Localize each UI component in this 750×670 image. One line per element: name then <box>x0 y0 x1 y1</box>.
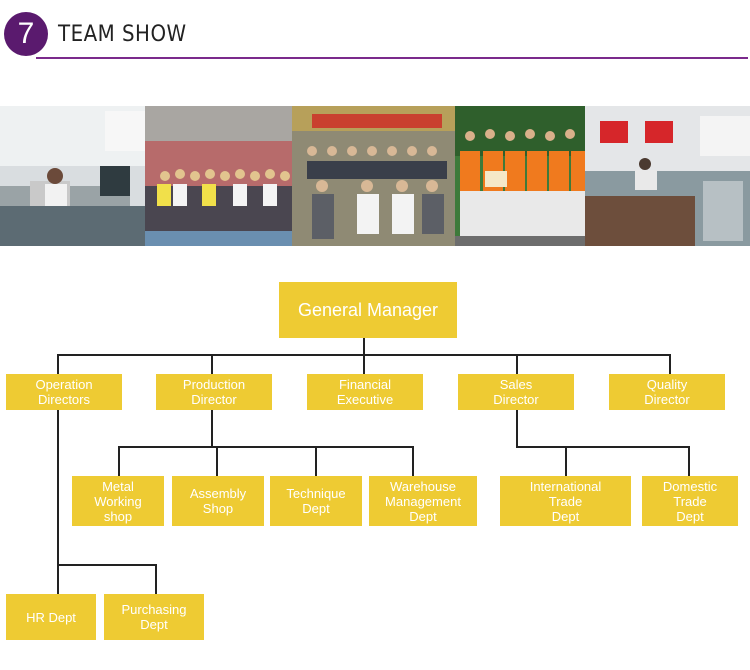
section-header: 7 TEAM SHOW <box>0 0 750 64</box>
section-title: TEAM SHOW <box>58 22 187 47</box>
connector-warehouse <box>412 446 414 476</box>
connector-top-horizontal <box>57 354 671 356</box>
production-director-box: Production Director <box>156 374 272 410</box>
connector-assembly <box>216 446 218 476</box>
connector-sales-horizontal <box>516 446 690 448</box>
group-photo-1 <box>145 106 310 246</box>
connector-sales-down <box>516 410 518 448</box>
connector-financial <box>363 354 365 374</box>
sales-director-box: Sales Director <box>458 374 574 410</box>
connector-domestic <box>688 446 690 476</box>
domestic-trade-dept-box: Domestic Trade Dept <box>642 476 738 526</box>
group-photo-3 <box>455 106 600 246</box>
warehouse-management-dept-box: Warehouse Management Dept <box>369 476 477 526</box>
connector-gm-down <box>363 338 365 356</box>
connector-sales <box>516 354 518 374</box>
connector-production <box>211 354 213 374</box>
section-number-badge: 7 <box>4 12 48 56</box>
connector-quality <box>669 354 671 374</box>
office-photo-2 <box>585 106 750 246</box>
connector-production-down <box>211 410 213 448</box>
team-photo-strip <box>0 106 750 246</box>
financial-executive-box: Financial Executive <box>307 374 423 410</box>
operation-directors-box: Operation Directors <box>6 374 122 410</box>
quality-director-box: Quality Director <box>609 374 725 410</box>
connector-international <box>565 446 567 476</box>
connector-production-horizontal <box>118 446 414 448</box>
general-manager-box: General Manager <box>279 282 457 338</box>
header-divider <box>36 57 748 59</box>
connector-technique <box>315 446 317 476</box>
purchasing-dept-box: Purchasing Dept <box>104 594 204 640</box>
hr-dept-box: HR Dept <box>6 594 96 640</box>
office-photo-1 <box>0 106 160 246</box>
connector-purchasing <box>155 564 157 594</box>
connector-operation-horizontal <box>57 564 157 566</box>
connector-hr <box>57 564 59 594</box>
group-photo-2 <box>292 106 460 246</box>
technique-dept-box: Technique Dept <box>270 476 362 526</box>
international-trade-dept-box: International Trade Dept <box>500 476 631 526</box>
connector-operation-down <box>57 410 59 566</box>
connector-metal <box>118 446 120 476</box>
connector-operation <box>57 354 59 374</box>
assembly-shop-box: Assembly Shop <box>172 476 264 526</box>
metal-working-shop-box: Metal Working shop <box>72 476 164 526</box>
